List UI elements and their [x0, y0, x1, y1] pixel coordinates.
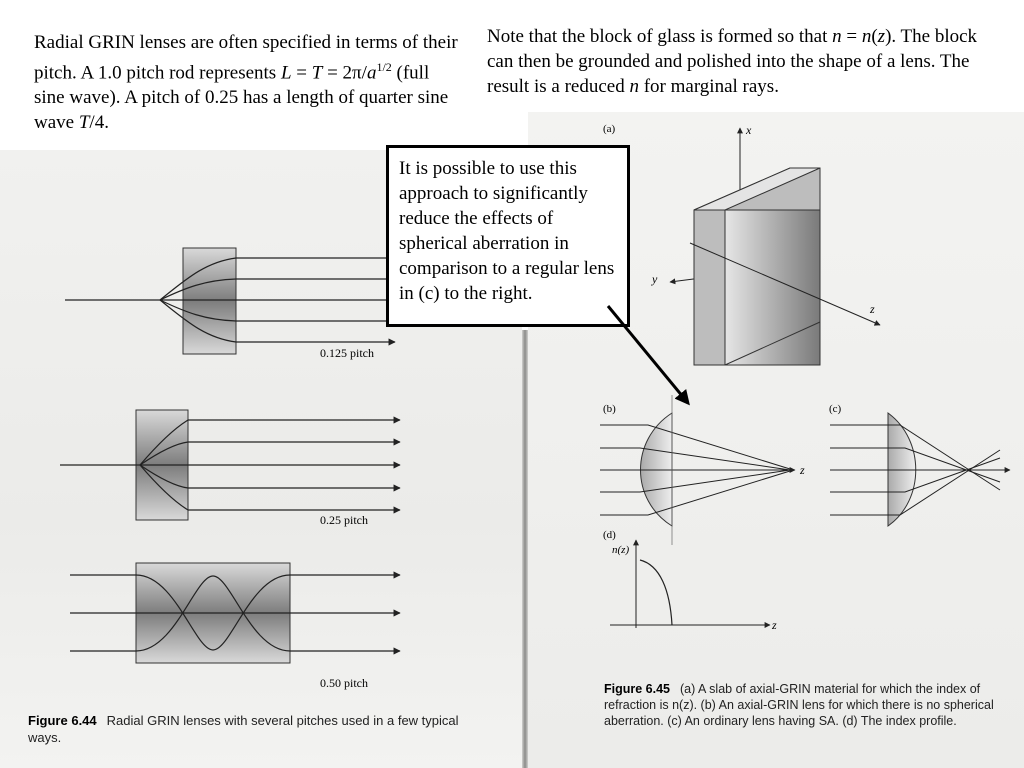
- panel-c-label: (c): [829, 403, 842, 415]
- rod-025-pitch: 0.25 pitch: [60, 409, 401, 527]
- book-gutter: [522, 330, 528, 768]
- figure-6-45: (a) x y z (b) z (c) (d) n(z): [600, 123, 1011, 632]
- pitch-label-050: 0.50 pitch: [320, 676, 368, 690]
- y-axis-label: y: [651, 272, 658, 286]
- intro-text: Radial GRIN lenses are often specified i…: [34, 32, 458, 134]
- pitch-label-0125: 0.125 pitch: [320, 346, 374, 360]
- figure-6-44: 0.125 pitch 0.25 pitch 0.50 pitch: [60, 247, 401, 690]
- rod-0125-pitch: 0.125 pitch: [65, 247, 396, 360]
- panel-d-index-profile: (d) n(z) z: [603, 529, 777, 632]
- z-axis-label-a: z: [869, 302, 875, 316]
- callout-arrow: [606, 305, 690, 406]
- panel-c-ordinary-lens: (c): [829, 403, 1011, 527]
- callout-box: It is possible to use this approach to s…: [386, 145, 630, 327]
- panel-d-label: (d): [603, 529, 616, 541]
- callout-text: It is possible to use this approach to s…: [399, 158, 615, 304]
- nz-axis-label: n(z): [612, 544, 629, 556]
- note-text: Note that the block of glass is formed s…: [487, 26, 978, 97]
- pitch-label-025: 0.25 pitch: [320, 513, 368, 527]
- figure-6-45-caption: Figure 6.45(a) A slab of axial-GRIN mate…: [604, 682, 994, 728]
- panel-b-label: (b): [603, 403, 616, 415]
- x-axis-label: x: [745, 123, 752, 137]
- panel-a-slab: (a) x y z: [603, 123, 881, 366]
- z-axis-label-d: z: [771, 618, 777, 632]
- panel-b-axial-grin-lens: (b) z: [600, 395, 805, 545]
- z-axis-label-b: z: [799, 463, 805, 477]
- rod-050-pitch: 0.50 pitch: [70, 562, 401, 690]
- panel-a-label: (a): [603, 123, 616, 135]
